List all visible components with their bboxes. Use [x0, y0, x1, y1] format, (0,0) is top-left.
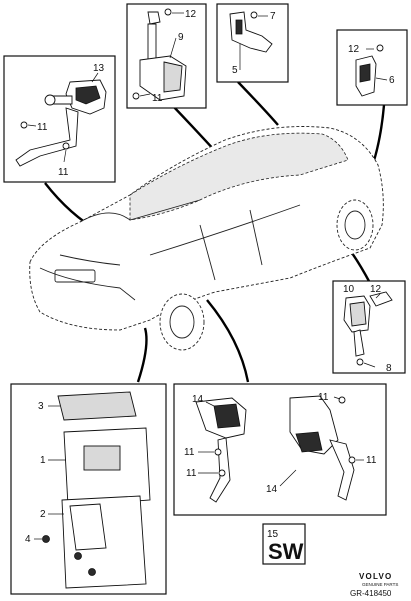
sw-label: SW: [268, 539, 304, 564]
callout-14-b: 14: [266, 484, 278, 495]
callout-11-a: 11: [37, 122, 48, 133]
detail-box-front-sensors: 14 11 11 11 11 14: [173, 383, 387, 516]
car-illustration: [29, 126, 384, 351]
detail-box-front-bracket: 7 5: [216, 3, 289, 83]
callout-1: 1: [40, 455, 46, 466]
detail-box-rear-left-sensor: 13 11 11: [3, 55, 116, 183]
callout-8: 8: [386, 363, 392, 374]
brand-name: VOLVO: [359, 572, 392, 581]
callout-12-b: 12: [348, 44, 360, 55]
software-box: 15 SW: [262, 523, 306, 565]
callout-13: 13: [93, 63, 105, 74]
callout-11-g: 11: [366, 455, 377, 466]
detail-box-rear-right-sensor: 10 12 8: [332, 280, 406, 374]
callout-10: 10: [343, 284, 355, 295]
callout-11-e: 11: [186, 468, 197, 479]
callout-6: 6: [389, 75, 395, 86]
callout-11-c: 11: [152, 93, 163, 104]
brand-tagline: GENUINE PARTS: [362, 582, 398, 587]
callout-11-f: 11: [318, 392, 329, 403]
callout-2: 2: [40, 509, 46, 520]
callout-15: 15: [267, 529, 279, 540]
callout-3: 3: [38, 401, 44, 412]
brand-logo: VOLVO GENUINE PARTS: [359, 572, 398, 587]
detail-box-rear-right-bracket: 12 6: [336, 29, 408, 106]
callout-4: 4: [25, 534, 31, 545]
callout-12-a: 12: [185, 9, 197, 20]
detail-box-control-module: 3 1 2 4: [10, 383, 167, 595]
callout-11-d: 11: [184, 447, 195, 458]
callout-9: 9: [178, 32, 184, 43]
callout-14-a: 14: [192, 394, 204, 405]
diagram-reference: GR-418450: [350, 589, 392, 598]
callout-12-c: 12: [370, 284, 382, 295]
callout-11-b: 11: [58, 167, 69, 178]
callout-7: 7: [270, 11, 276, 22]
callout-5: 5: [232, 65, 238, 76]
detail-box-front-left-sensor: 12 9 11: [126, 3, 207, 109]
